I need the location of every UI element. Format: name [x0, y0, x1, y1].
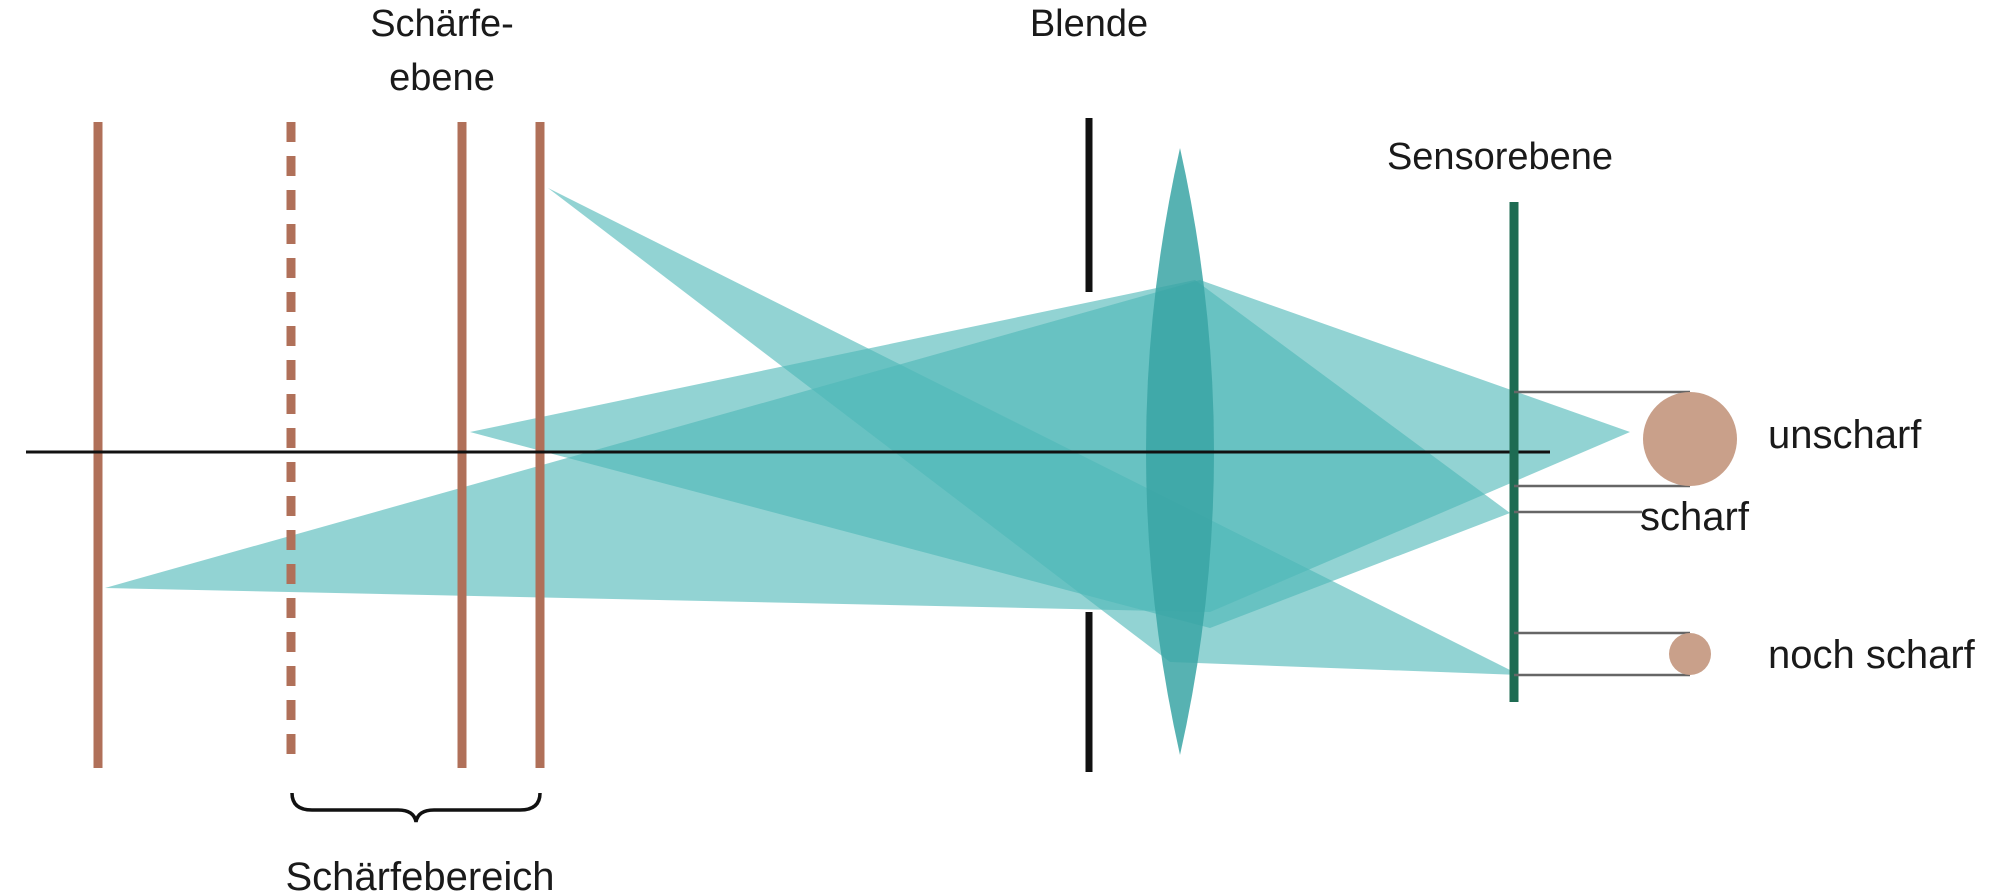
light-cones	[105, 188, 1630, 675]
label-sensorebene: Sensorebene	[1387, 136, 1613, 178]
label-schaerfeebene-line1: Schärfe-	[370, 3, 514, 45]
label-schaerfeebene-line2: ebene	[389, 57, 495, 99]
object-planes	[93, 122, 545, 768]
label-blende: Blende	[1030, 3, 1148, 45]
depth-of-field-brace	[290, 792, 542, 823]
label-scharf: scharf	[1640, 495, 1750, 539]
label-unscharf: unscharf	[1768, 413, 1922, 457]
label-noch-scharf: noch scharf	[1768, 633, 1976, 677]
blur-circle-small	[1669, 633, 1711, 675]
blur-circle-large	[1643, 392, 1737, 486]
light-cone-back	[105, 280, 1630, 612]
label-schaerfebereich: Schärfebereich	[285, 855, 554, 894]
leader-lines	[1514, 390, 1690, 677]
